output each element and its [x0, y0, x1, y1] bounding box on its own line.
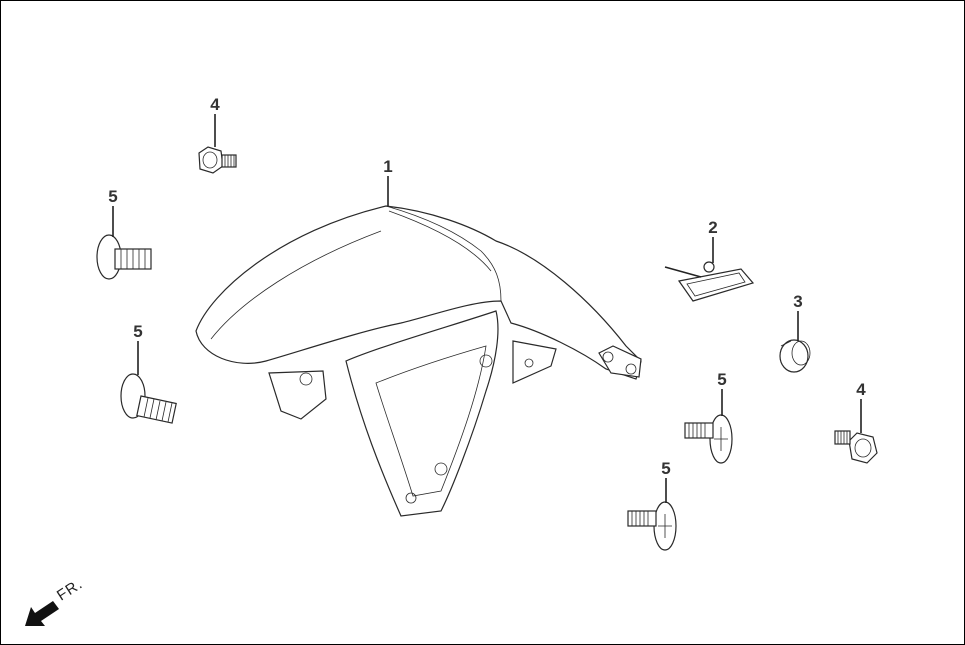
- callout-5-left-lower: 5: [133, 322, 142, 341]
- front-fender: [195, 205, 642, 517]
- screw-right-lower: [627, 501, 677, 551]
- callout-4-top: 4: [210, 95, 220, 114]
- screw-right-upper: [684, 414, 733, 464]
- screw-left-lower: [120, 373, 177, 424]
- callout-3-cap: 3: [793, 292, 802, 311]
- leader-lines: [112, 114, 862, 503]
- front-direction-indicator: FR.: [25, 575, 86, 626]
- screw-left-upper: [96, 234, 152, 280]
- callout-1-fender: 1: [383, 157, 392, 176]
- callout-5-right-upper: 5: [717, 370, 726, 389]
- callout-5-left-upper: 5: [108, 187, 117, 206]
- callout-2-clamp: 2: [708, 218, 717, 237]
- fr-label: FR.: [54, 575, 86, 604]
- flange-bolt-right: [834, 430, 878, 464]
- rubber-cap: [779, 339, 811, 373]
- callout-4-right: 4: [856, 380, 866, 399]
- hose-clamp: [664, 261, 755, 302]
- arrow-icon: [25, 601, 59, 626]
- callout-5-right-lower: 5: [661, 459, 670, 478]
- flange-bolt-top: [198, 146, 237, 174]
